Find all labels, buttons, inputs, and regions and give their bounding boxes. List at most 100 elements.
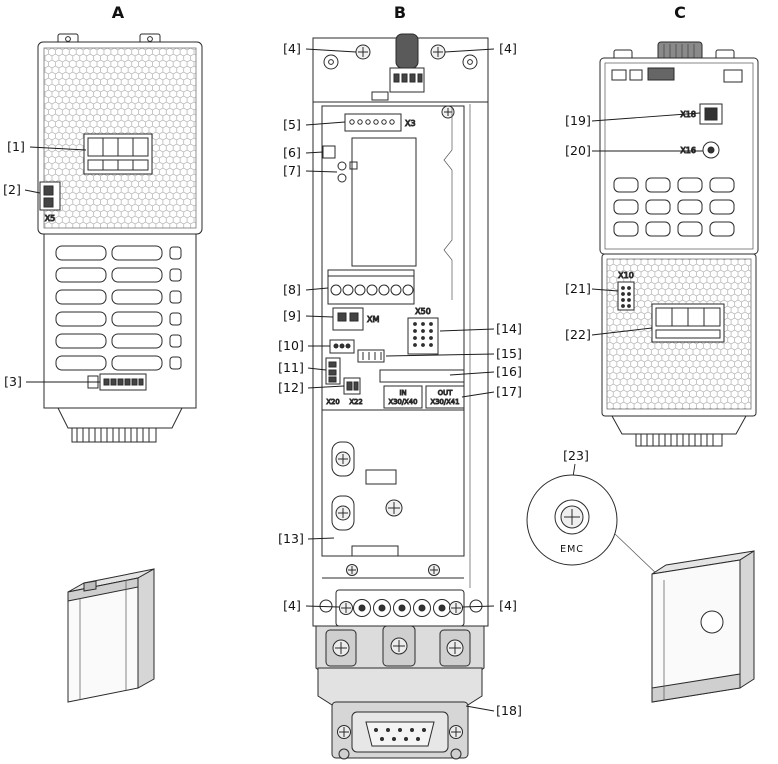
callout-label-19: [19] (565, 113, 591, 128)
terminal-block-a (83, 133, 153, 175)
relay-bar (379, 369, 465, 383)
in-port-label: X30/X40 (389, 398, 418, 406)
isometric-device-c (651, 550, 755, 703)
device-view-c: X18 X16 X10 (599, 41, 759, 447)
callout-6: [6] (283, 145, 324, 160)
top-board-components (611, 67, 743, 83)
emc-detail (526, 463, 618, 566)
callout-label-11: [11] (278, 360, 304, 375)
callout-17: [17] (461, 384, 522, 399)
pin-strip-a (71, 427, 157, 443)
callout-10: [10] (278, 338, 330, 353)
device-view-a: X5 (37, 33, 203, 443)
top-screw-left (355, 44, 371, 60)
x10-connector (617, 281, 635, 311)
top-center-connector (371, 33, 425, 101)
callout-label-4-tr: [4] (499, 41, 517, 56)
magnifier-target-circle (700, 610, 724, 634)
xm-connector (332, 307, 364, 331)
callout-3: [3] (4, 374, 100, 389)
x5-connector (39, 181, 61, 211)
callout-12: [12] (278, 380, 345, 395)
callout-label-17: [17] (496, 384, 522, 399)
callout-4-top-right: [4] (444, 41, 517, 56)
isometric-device-a (67, 568, 155, 703)
callout-4-bottom-right: [4] (461, 598, 517, 613)
callout-16: [16] (449, 364, 522, 379)
callout-21: [21] (565, 281, 619, 296)
terminal-row-8 (327, 269, 415, 305)
pin-strip-c (635, 433, 723, 447)
callout-label-18: [18] (496, 703, 522, 718)
top-connector-bump (657, 41, 703, 61)
x18-label: X18 (680, 110, 696, 119)
power-terminal-row (335, 589, 465, 627)
x22-label: X22 (349, 398, 362, 406)
out-title: OUT (438, 389, 453, 397)
x5-label: X5 (45, 214, 56, 223)
step-profile (322, 545, 464, 557)
callout-1: [1] (7, 139, 87, 154)
connector-12 (343, 377, 361, 395)
callout-label-3: [3] (4, 374, 22, 389)
callout-18: [18] (465, 703, 522, 718)
callout-label-9: [9] (283, 308, 301, 323)
callout-label-7: [7] (283, 163, 301, 178)
d-sub-connector (365, 721, 435, 747)
callout-label-15: [15] (496, 346, 522, 361)
plate-details (331, 441, 403, 531)
component-6 (322, 145, 336, 159)
device-view-b: X3 XM X50 (312, 33, 489, 760)
vent-slots-a (55, 245, 182, 371)
led-indicators (337, 161, 358, 183)
callout-label-20: [20] (565, 143, 591, 158)
callout-4-top-left: [4] (283, 41, 357, 56)
callout-label-14: [14] (496, 321, 522, 336)
x18-connector (699, 103, 723, 125)
callout-label-1: [1] (7, 139, 25, 154)
dip-switch (357, 349, 385, 363)
out-port-label: X30/X41 (431, 398, 460, 406)
callout-label-4-br: [4] (499, 598, 517, 613)
callout-label-6: [6] (283, 145, 301, 160)
callout-2: [2] (3, 182, 41, 197)
terminal-block-c (651, 303, 725, 343)
pcb-edge-contour (443, 108, 453, 300)
flange-screws (346, 564, 440, 576)
callout-label-4-tl: [4] (283, 41, 301, 56)
callout-7: [7] (283, 163, 338, 178)
shield-assembly (315, 625, 485, 760)
callout-label-23: [23] (563, 448, 589, 463)
callout-label-4-bl: [4] (283, 598, 301, 613)
callout-label-5: [5] (283, 117, 301, 132)
callout-13: [13] (278, 531, 335, 546)
callout-15: [15] (385, 346, 522, 361)
x3-label: X3 (405, 119, 416, 128)
vent-slots-c (613, 177, 735, 237)
callout-9: [9] (283, 308, 334, 323)
x20-label: X20 (326, 398, 339, 406)
column-title-b: B (394, 3, 406, 22)
callout-4-bottom-left: [4] (283, 598, 340, 613)
top-screw-right (430, 44, 446, 60)
x3-connector (344, 113, 402, 132)
x16-label: X16 (680, 146, 696, 155)
connector-11 (325, 357, 341, 385)
callout-14: [14] (439, 321, 522, 336)
callout-5: [5] (283, 117, 346, 132)
callout-20: [20] (565, 143, 703, 158)
in-port (383, 385, 423, 409)
pcb-top-screw (441, 105, 455, 119)
column-title-c: C (674, 3, 686, 22)
callout-label-21: [21] (565, 281, 591, 296)
callout-label-16: [16] (496, 364, 522, 379)
callout-8: [8] (283, 282, 329, 297)
bottom-corner-hole-left (319, 599, 333, 613)
keyhole-cutout (323, 54, 478, 70)
callout-label-22: [22] (565, 327, 591, 342)
column-title-a: A (112, 3, 125, 22)
callout-label-2: [2] (3, 182, 21, 197)
in-title: IN (399, 389, 406, 397)
